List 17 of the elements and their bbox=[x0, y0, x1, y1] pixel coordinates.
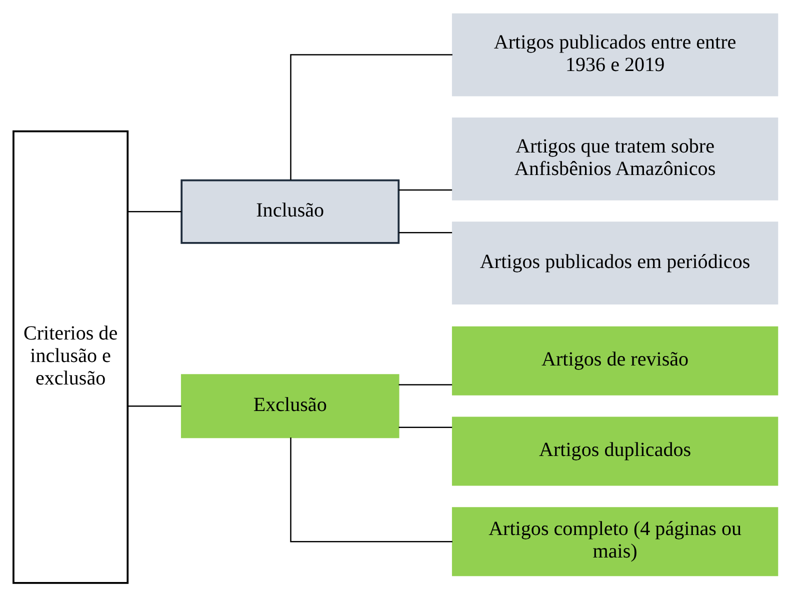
node-box: Criterios de inclusão e exclusão bbox=[12, 130, 129, 584]
connector bbox=[398, 426, 452, 428]
node-box: Inclusão bbox=[180, 179, 400, 244]
node-box: Artigos completo (4 páginas ou mais) bbox=[452, 507, 778, 576]
connector bbox=[398, 189, 452, 191]
connector bbox=[290, 438, 452, 542]
connector bbox=[128, 405, 182, 407]
connector bbox=[290, 54, 452, 180]
node-box: Artigos publicados em periódicos bbox=[452, 222, 778, 304]
node-box: Artigos duplicados bbox=[452, 416, 778, 486]
node-box: Exclusão bbox=[180, 374, 400, 438]
connector bbox=[398, 384, 452, 386]
connector bbox=[128, 211, 182, 212]
node-box: Artigos de revisão bbox=[452, 326, 778, 396]
node-box: Artigos que tratem sobre Anfisbênios Amazônicos bbox=[452, 118, 778, 200]
connector bbox=[398, 232, 452, 234]
node-box: Artigos publicados entre entre 1936 e 2019 bbox=[452, 13, 778, 96]
